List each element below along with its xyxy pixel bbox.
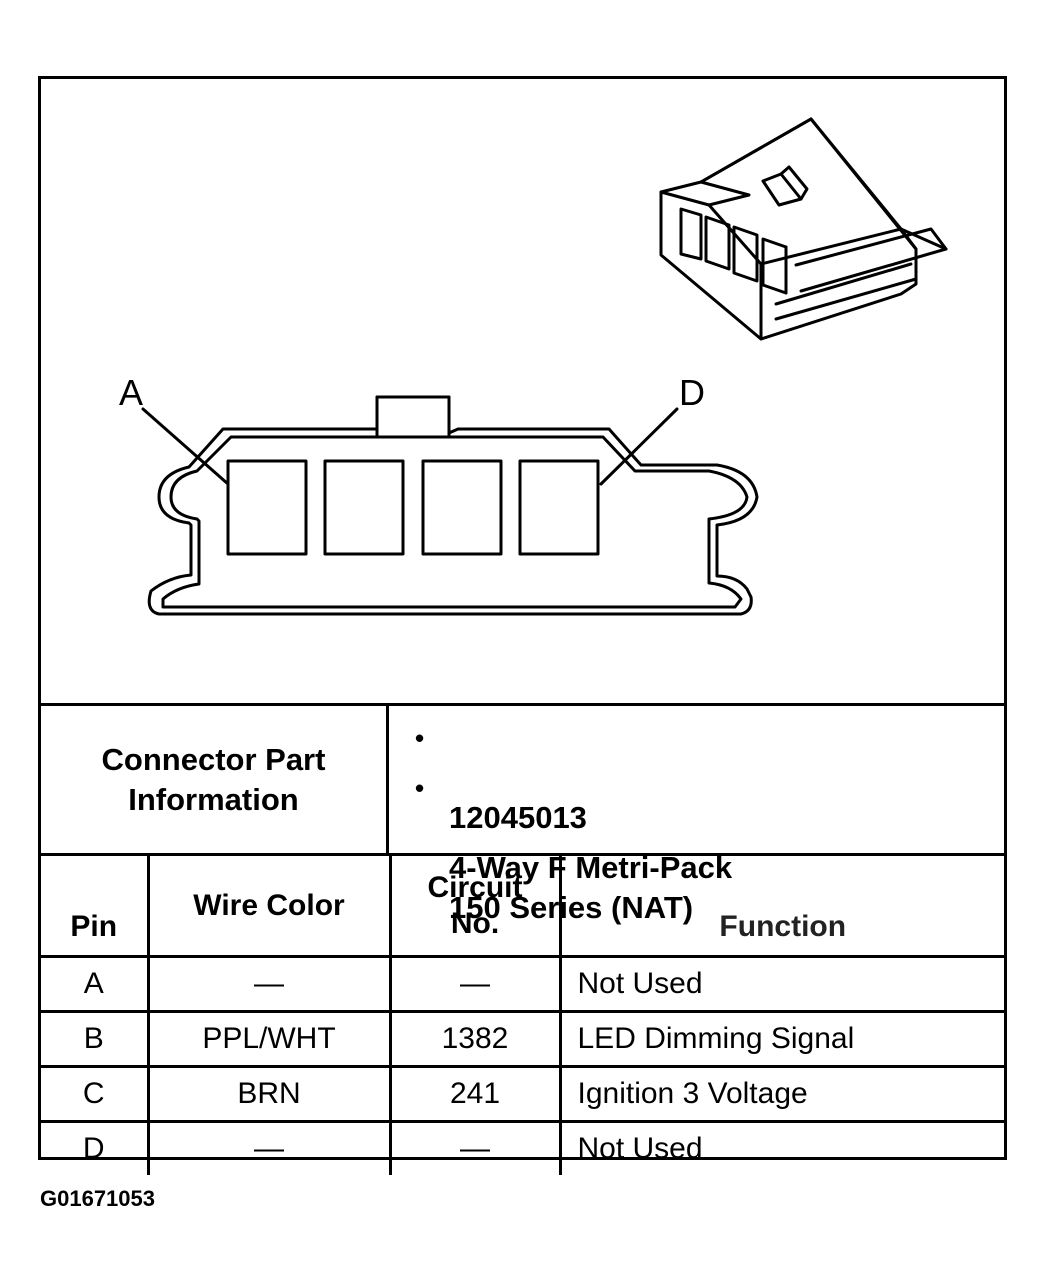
function-cell: Not Used	[558, 1120, 1004, 1175]
circuit-cell: 241	[388, 1065, 562, 1123]
pin-cell: D	[41, 1120, 150, 1175]
wire-color-cell: PPL/WHT	[146, 1010, 392, 1068]
wire-color-cell: —	[146, 955, 392, 1013]
figure-id: G01671053	[40, 1186, 155, 1211]
table-row: D — — Not Used	[41, 1120, 1004, 1175]
pin-cell: A	[41, 955, 150, 1013]
connector-front-view	[147, 395, 759, 616]
pin-a-leader	[141, 407, 230, 486]
pin-cell: B	[41, 1010, 150, 1068]
function-cell: Not Used	[558, 955, 1004, 1013]
header-function: Function	[558, 853, 1004, 958]
connector-3d-illustration	[659, 117, 948, 341]
connector-diagram: A D	[119, 117, 948, 616]
pin-cell: C	[41, 1065, 150, 1123]
bullet-icon: •	[415, 773, 425, 803]
connector-info-item: • 12045013	[415, 718, 587, 838]
header-pin: Pin	[41, 853, 150, 958]
wire-color-cell: —	[146, 1120, 392, 1175]
circuit-cell: 1382	[388, 1010, 562, 1068]
table-row: C BRN 241 Ignition 3 Voltage	[41, 1065, 1004, 1123]
header-wire-color: Wire Color	[146, 853, 392, 958]
pin-table: Pin Wire Color Circuit No. Function A — …	[41, 853, 1004, 1175]
connector-part-info: Connector Part Information • 12045013 • …	[41, 703, 1004, 925]
pin-d-label: D	[679, 372, 705, 413]
circuit-cell: —	[388, 1120, 562, 1175]
pin-table-header: Pin Wire Color Circuit No. Function	[41, 853, 1004, 958]
table-row: A — — Not Used	[41, 955, 1004, 1013]
connector-info-items: • 12045013 • 4-Way F Metri-Pack 150 Seri…	[389, 706, 1004, 925]
bullet-icon: •	[415, 723, 425, 753]
wire-color-cell: BRN	[146, 1065, 392, 1123]
connector-info-label: Connector Part Information	[41, 706, 389, 853]
header-circuit-no: Circuit No.	[388, 853, 562, 958]
pin-d-leader	[599, 407, 679, 486]
function-cell: LED Dimming Signal	[558, 1010, 1004, 1068]
function-cell: Ignition 3 Voltage	[558, 1065, 1004, 1123]
table-row: B PPL/WHT 1382 LED Dimming Signal	[41, 1010, 1004, 1068]
connector-chart-frame: A D Connector Part Information • 1204501…	[38, 76, 1007, 1175]
circuit-cell: —	[388, 955, 562, 1013]
pin-a-label: A	[119, 372, 143, 413]
